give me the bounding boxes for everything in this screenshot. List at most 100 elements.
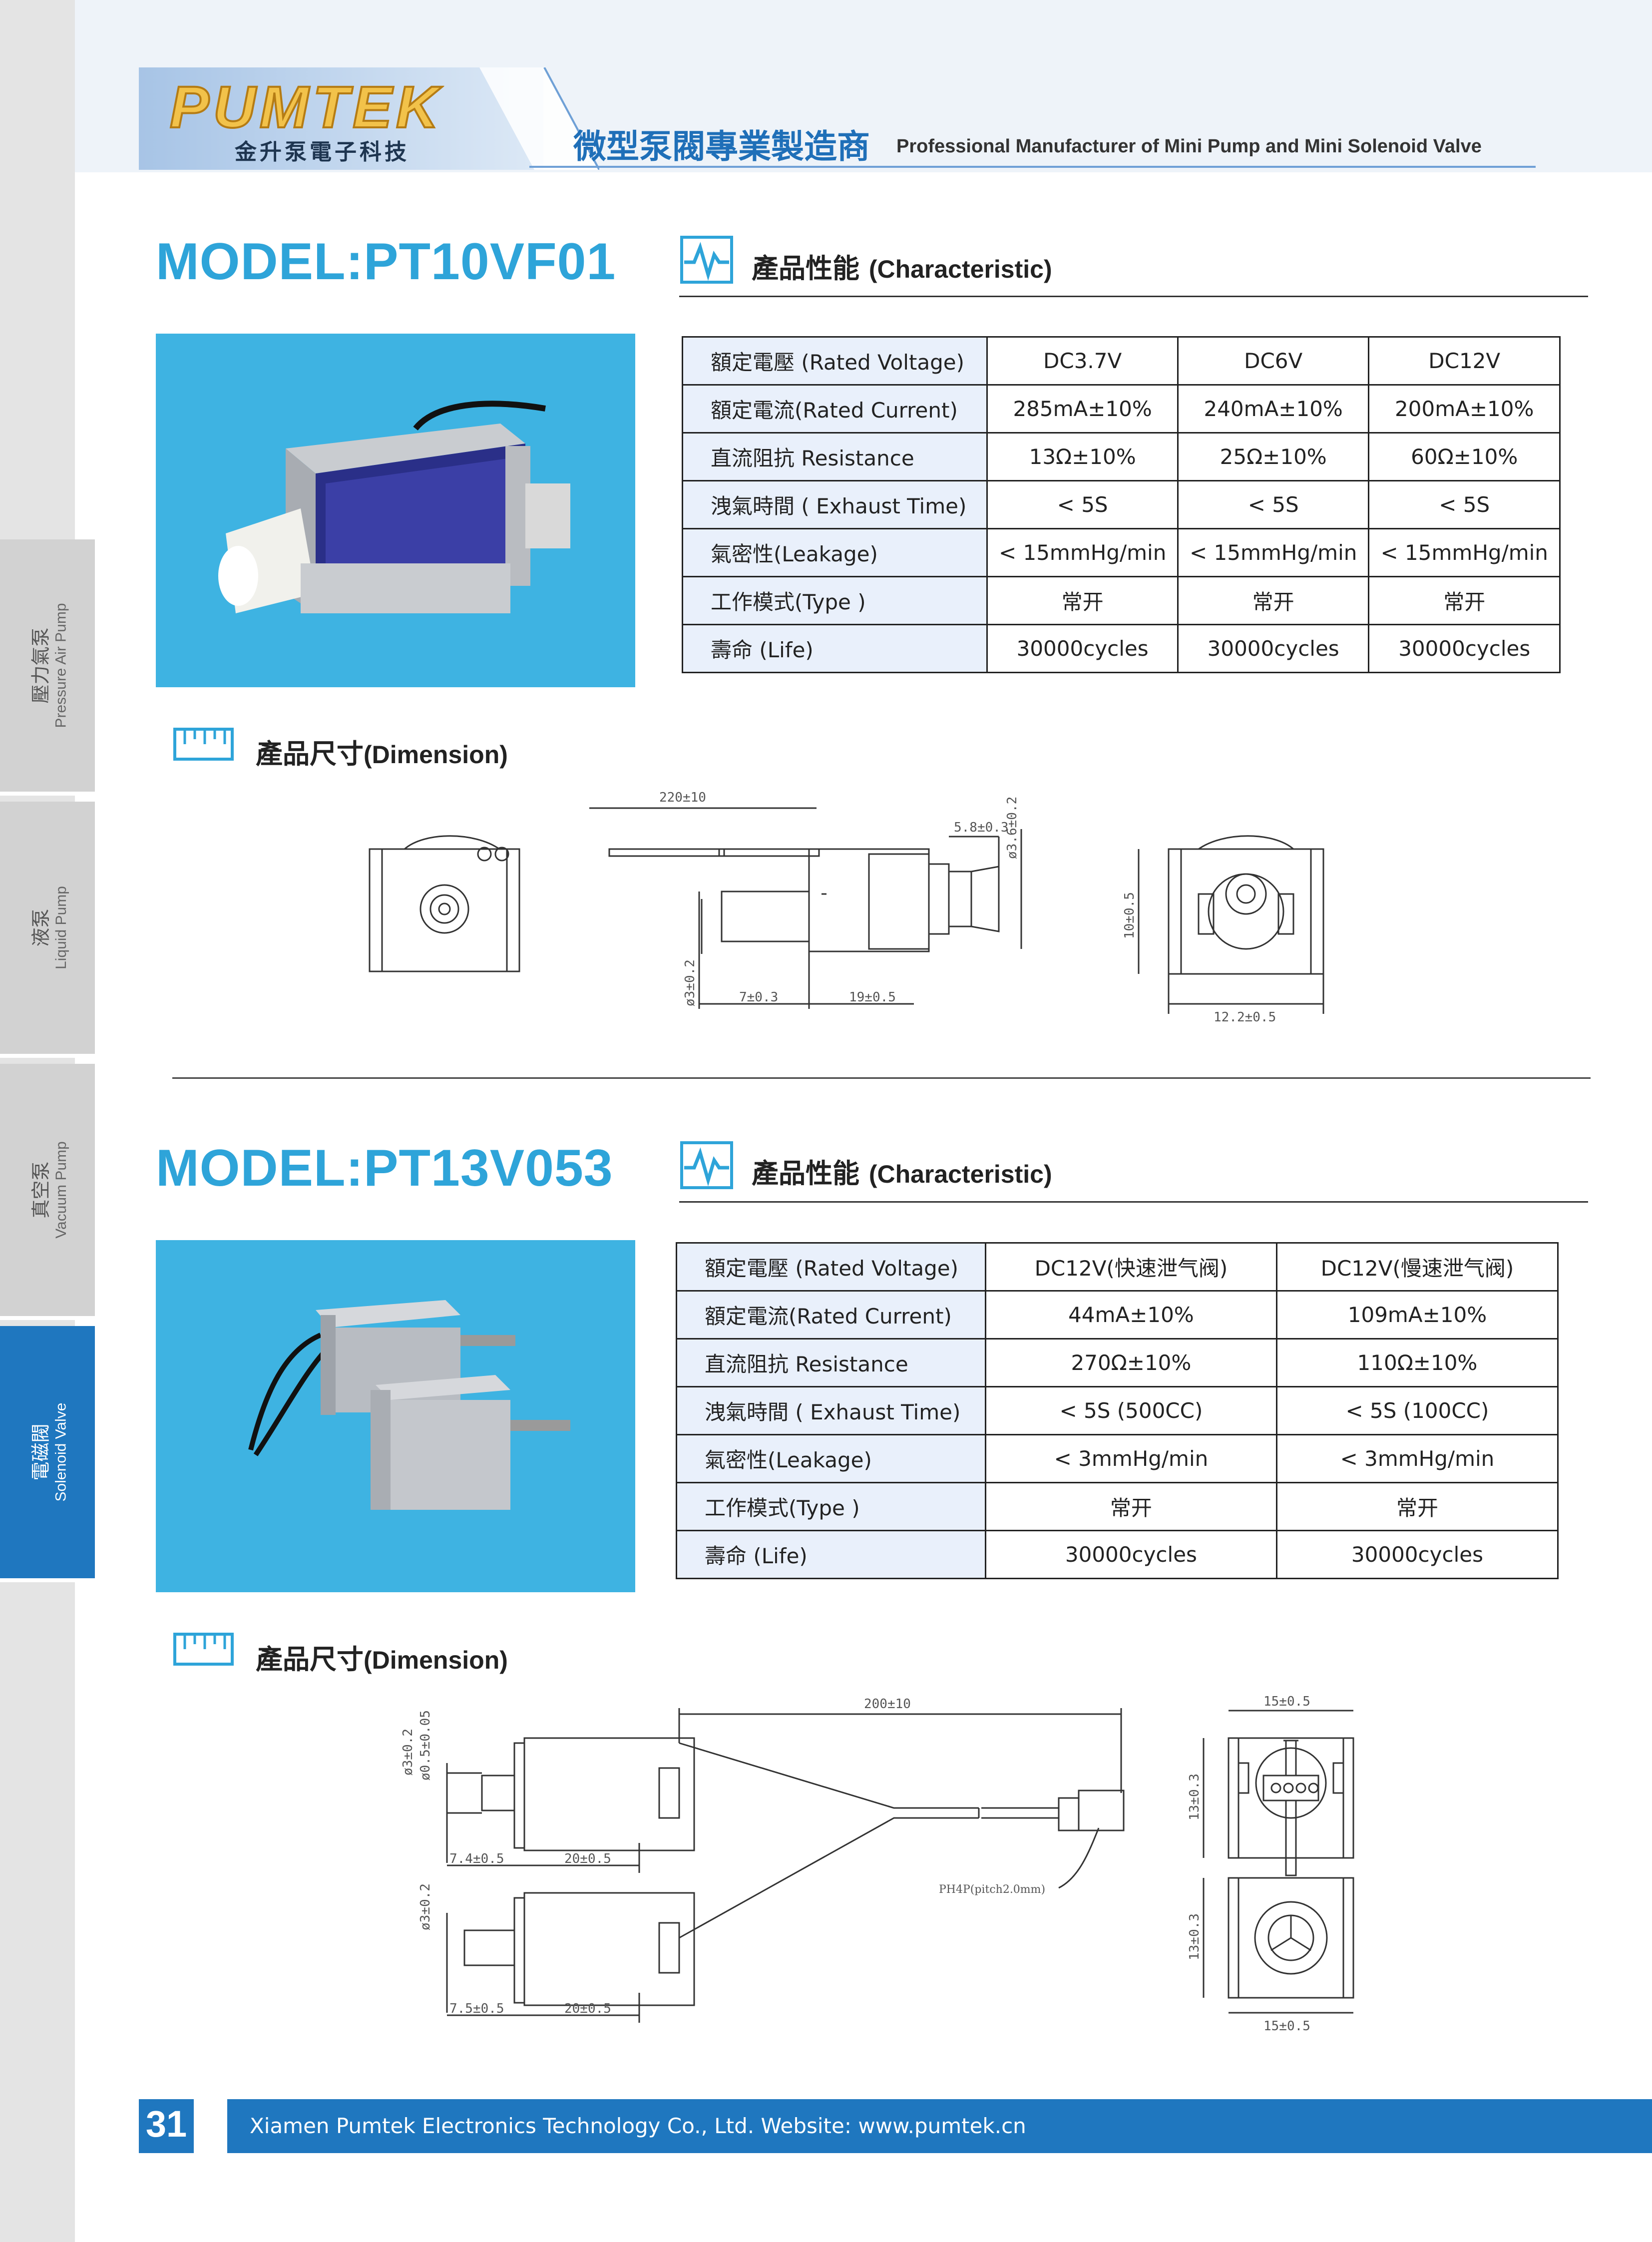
spec-label: 工作模式(Type ) xyxy=(681,576,988,625)
spec-value: 常开 xyxy=(1177,576,1370,625)
dim-label: ø3±0.2 xyxy=(683,959,698,1006)
tagline-en: Professional Manufacturer of Mini Pump a… xyxy=(896,136,1482,157)
dimension-icon xyxy=(173,728,234,761)
sidebar-tab-label-cn: 液泵 xyxy=(29,908,52,947)
spec-label: 洩氣時間 ( Exhaust Time) xyxy=(676,1386,986,1435)
dimension-cn: 產品尺寸 xyxy=(256,1644,364,1675)
spec-value: < 5S (500CC) xyxy=(984,1386,1277,1435)
spec-label: 直流阻抗 Resistance xyxy=(681,432,988,481)
dim-label: 12.2±0.5 xyxy=(1214,1010,1276,1025)
table-row: 額定電流(Rated Current)285mA±10%240mA±10%200… xyxy=(681,384,1561,434)
spec-value: 常开 xyxy=(986,576,1179,625)
spec-value: 25Ω±10% xyxy=(1177,432,1370,481)
spec-label: 工作模式(Type ) xyxy=(676,1482,986,1531)
sidebar-tab-label-cn: 真空泵 xyxy=(29,1161,52,1219)
dimension-icon xyxy=(173,1633,234,1666)
sidebar-tab-label-en: Liquid Pump xyxy=(52,886,69,969)
characteristic-en: (Characteristic) xyxy=(868,1160,1052,1188)
spec-value: 30000cycles xyxy=(1368,624,1561,673)
dim-label: 10±0.5 xyxy=(1122,892,1137,939)
dim-label: 5.8±0.3 xyxy=(954,820,1009,835)
dimension-en: (Dimension) xyxy=(364,1646,508,1674)
sidebar-tab-liquid-pump[interactable]: 液泵 Liquid Pump xyxy=(0,802,95,1058)
characteristic-icon xyxy=(680,1141,733,1189)
sidebar-tab-label-en: Vacuum Pump xyxy=(52,1141,69,1239)
dim-label: ø3.6±0.2 xyxy=(1005,797,1020,859)
spec-value: 270Ω±10% xyxy=(984,1338,1277,1387)
spec-label: 氣密性(Leakage) xyxy=(681,528,988,577)
spec-label: 氣密性(Leakage) xyxy=(676,1434,986,1483)
spec-value: 常开 xyxy=(1368,576,1561,625)
table-row: 氣密性(Leakage)< 15mmHg/min< 15mmHg/min< 15… xyxy=(681,528,1561,577)
sidebar-tab-pressure-air-pump[interactable]: 壓力氣泵 Pressure Air Pump xyxy=(0,539,95,796)
dim-label: 20±0.5 xyxy=(564,2001,611,2016)
model2-product-photo xyxy=(156,1240,635,1592)
model2-dimension-heading: 產品尺寸(Dimension) xyxy=(256,1637,508,1677)
table-row: 額定電流(Rated Current)44mA±10%109mA±10% xyxy=(676,1290,1559,1340)
spec-label: 額定電壓 (Rated Voltage) xyxy=(681,336,988,386)
dim-wire-length: 200±10 xyxy=(864,1697,911,1712)
dim-label: 7.5±0.5 xyxy=(449,2001,504,2016)
spec-value: < 5S xyxy=(986,480,1179,529)
sidebar-tab-label-en: Solenoid Valve xyxy=(52,1402,69,1502)
spec-value: < 15mmHg/min xyxy=(986,528,1179,577)
table-row: 氣密性(Leakage)< 3mmHg/min< 3mmHg/min xyxy=(676,1434,1559,1483)
spec-value: DC12V xyxy=(1368,336,1561,386)
page-number: 31 xyxy=(145,2103,187,2145)
spec-value: < 5S (100CC) xyxy=(1275,1386,1559,1435)
spec-label: 直流阻抗 Resistance xyxy=(676,1338,986,1387)
spec-label: 壽命 (Life) xyxy=(681,624,988,673)
model2-dimension-drawing: 200±10 ø3±0.2 ø0.5±0.05 7.4±0.5 20±0.5 ø… xyxy=(401,1694,1354,2034)
section-rule xyxy=(679,1201,1588,1203)
dim-label: 7±0.3 xyxy=(739,990,778,1005)
spec-value: 13Ω±10% xyxy=(986,432,1179,481)
dim-label: ø3±0.2 xyxy=(401,1729,415,1776)
dim-label: ø3±0.2 xyxy=(418,1883,433,1930)
model2-characteristic-heading: 產品性能 (Characteristic) xyxy=(752,1151,1052,1191)
footer-text: Xiamen Pumtek Electronics Technology Co.… xyxy=(250,2114,1026,2138)
footer-bar xyxy=(227,2099,1652,2153)
spec-value: < 5S xyxy=(1177,480,1370,529)
header-underline xyxy=(529,166,1536,168)
table-row: 工作模式(Type )常开常开 xyxy=(676,1482,1559,1531)
logo-panel xyxy=(139,67,543,170)
sidebar-tab-label-en: Pressure Air Pump xyxy=(52,603,69,728)
connector-label: PH4P(pitch2.0mm) xyxy=(939,1883,1045,1896)
spec-label: 額定電流(Rated Current) xyxy=(676,1290,986,1340)
model1-dimension-drawing: 220±10 5.8±0.3 ø3.6±0.2 ø3±0.2 7±0.3 19±… xyxy=(369,790,1324,1025)
spec-value: 200mA±10% xyxy=(1368,384,1561,434)
spec-value: DC6V xyxy=(1177,336,1370,386)
dim-label: 15±0.5 xyxy=(1263,2019,1310,2034)
model2-spec-table: 額定電壓 (Rated Voltage)DC12V(快速泄气阀)DC12V(慢速… xyxy=(676,1242,1559,1579)
spec-value: 30000cycles xyxy=(1177,624,1370,673)
logo-divider xyxy=(479,67,599,170)
spec-value: 30000cycles xyxy=(1275,1530,1559,1579)
spec-value: < 3mmHg/min xyxy=(1275,1434,1559,1483)
model1-characteristic-heading: 產品性能 (Characteristic) xyxy=(752,246,1052,286)
spec-label: 額定電流(Rated Current) xyxy=(681,384,988,434)
model2-title: MODEL:PT13V053 xyxy=(156,1139,613,1197)
spec-label: 洩氣時間 ( Exhaust Time) xyxy=(681,480,988,529)
spec-value: < 15mmHg/min xyxy=(1177,528,1370,577)
spec-value: 285mA±10% xyxy=(986,384,1179,434)
logo-subtitle: 金升泵電子科技 xyxy=(235,139,410,165)
spec-value: 常开 xyxy=(984,1482,1277,1531)
dim-label: ø0.5±0.05 xyxy=(418,1710,433,1781)
spec-value: 常开 xyxy=(1275,1482,1559,1531)
sidebar-tab-solenoid-valve[interactable]: 電磁閥 Solenoid Valve xyxy=(0,1326,95,1582)
spec-value: < 15mmHg/min xyxy=(1368,528,1561,577)
dim-label: 7.4±0.5 xyxy=(449,1851,504,1866)
model1-product-photo xyxy=(156,334,635,687)
spec-value: 109mA±10% xyxy=(1275,1290,1559,1340)
company-logo: PUMTEK xyxy=(169,73,443,141)
spec-value: DC12V(慢速泄气阀) xyxy=(1275,1242,1559,1292)
sidebar-tab-vacuum-pump[interactable]: 真空泵 Vacuum Pump xyxy=(0,1064,95,1320)
spec-value: 110Ω±10% xyxy=(1275,1338,1559,1387)
spec-value: 44mA±10% xyxy=(984,1290,1277,1340)
spec-value: 60Ω±10% xyxy=(1368,432,1561,481)
spec-value: < 3mmHg/min xyxy=(984,1434,1277,1483)
